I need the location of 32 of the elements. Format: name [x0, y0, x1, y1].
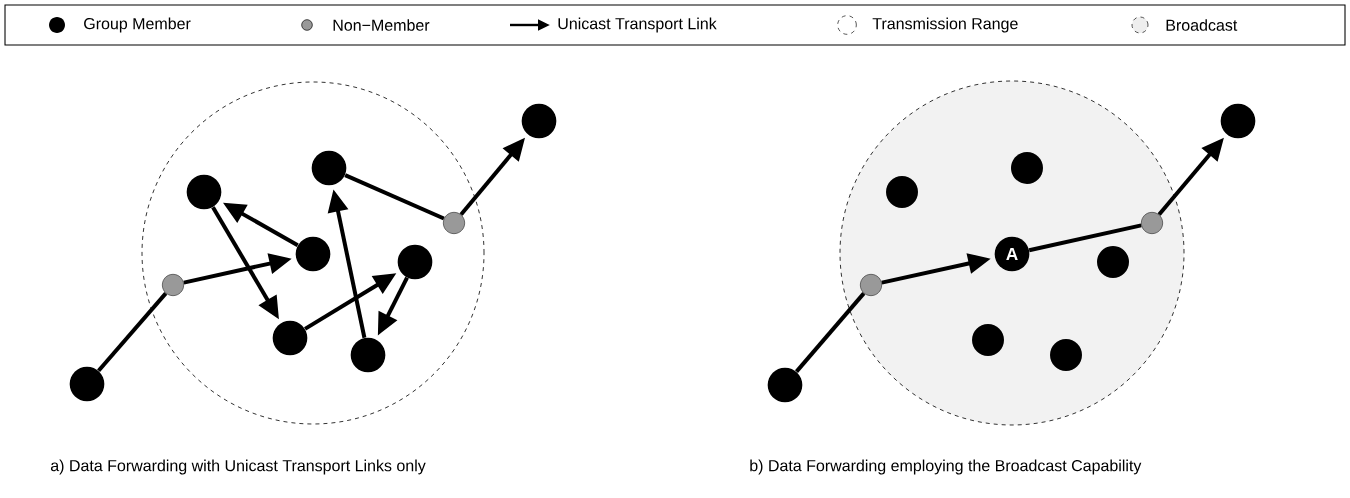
legend-label: Non−Member	[333, 19, 430, 31]
legend-label: Unicast Transport Link	[558, 17, 717, 33]
member-dot	[295, 236, 331, 272]
caption: a) Data Forwarding with Unicast Transport Links only	[50, 459, 426, 475]
range-circle	[141, 81, 485, 425]
member-dot	[186, 174, 222, 210]
link-line	[1028, 223, 1142, 253]
link-line	[97, 292, 168, 373]
member-dot	[1220, 103, 1256, 139]
legend-label: Broadcast	[1166, 19, 1238, 31]
legend-label: Transmission Range	[872, 17, 1018, 33]
member-dot	[69, 366, 105, 402]
member-dot	[350, 337, 386, 373]
member-dot	[1097, 246, 1129, 278]
link-line	[794, 292, 866, 373]
member-dot	[521, 103, 557, 139]
member-dot	[1050, 339, 1082, 371]
non-member-dot	[442, 211, 466, 235]
caption: b) Data Forwarding employing the Broadcast Capability	[750, 459, 1142, 475]
legend-label: Group Member	[84, 17, 191, 33]
member-dot	[972, 324, 1004, 356]
non-member-dot	[1140, 211, 1164, 235]
broadcast-range-circle	[839, 80, 1185, 426]
non-member-dot	[859, 273, 883, 297]
member-dot	[767, 367, 803, 403]
member-dot	[397, 244, 433, 280]
link-line	[344, 173, 445, 221]
member-dot	[1011, 152, 1043, 184]
member-dot	[272, 320, 308, 356]
member-dot	[311, 150, 347, 186]
member-dot	[886, 176, 918, 208]
non-member-dot	[161, 273, 185, 297]
